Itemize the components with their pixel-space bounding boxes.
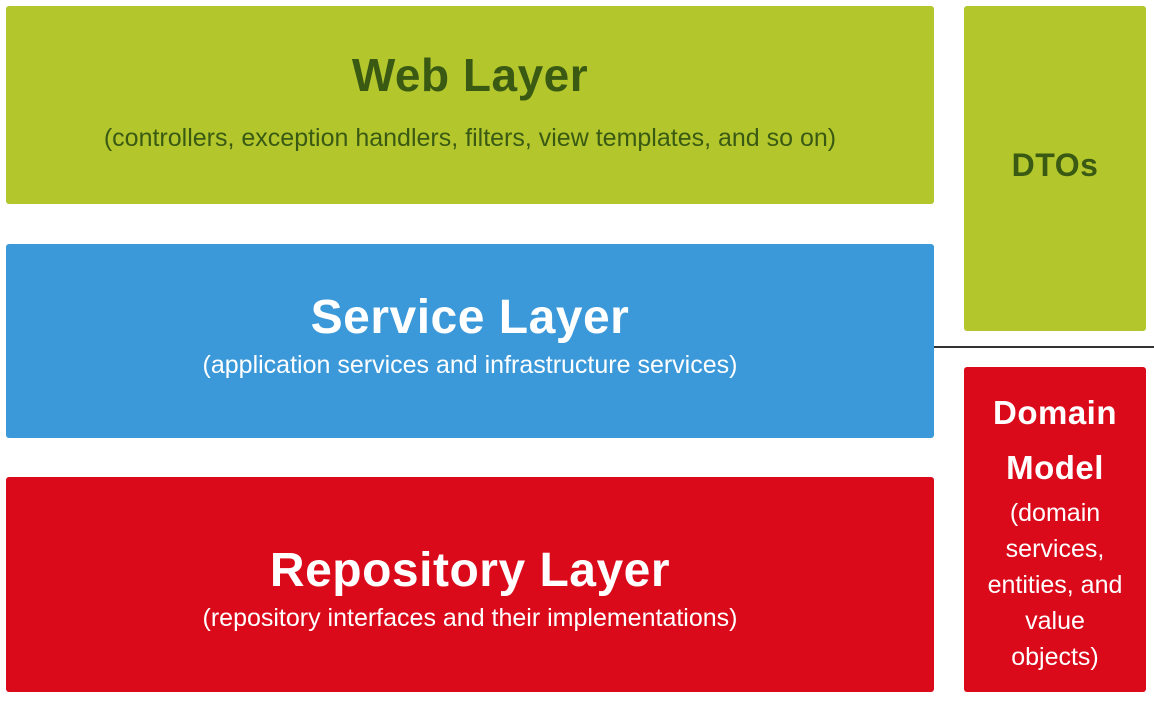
- service-layer-box: Service Layer (application services and …: [6, 244, 934, 438]
- service-layer-title: Service Layer: [310, 291, 630, 344]
- web-layer-box: Web Layer (controllers, exception handle…: [6, 6, 934, 204]
- domain-model-box: Domain Model (domain services, entities,…: [964, 367, 1146, 692]
- domain-model-subtitle-line: services,: [1005, 534, 1105, 563]
- dtos-title: DTOs: [1011, 147, 1099, 183]
- web-layer-title: Web Layer: [351, 48, 589, 101]
- repository-layer-box: Repository Layer (repository interfaces …: [6, 477, 934, 692]
- dtos-box: DTOs: [964, 6, 1146, 331]
- domain-model-title-line: Domain: [992, 393, 1117, 431]
- repository-layer-title: Repository Layer: [269, 543, 671, 597]
- web-layer-subtitle: (controllers, exception handlers, filter…: [103, 123, 837, 152]
- domain-model-title-line: Model: [1006, 448, 1104, 486]
- repository-layer-subtitle: (repository interfaces and their impleme…: [202, 603, 738, 632]
- domain-model-subtitle-line: entities, and: [987, 570, 1123, 599]
- service-layer-subtitle: (application services and infrastructure…: [202, 351, 738, 379]
- domain-model-subtitle-line: value: [1025, 606, 1085, 635]
- separator-line: [934, 346, 1154, 348]
- domain-model-subtitle-line: (domain: [1009, 498, 1101, 527]
- domain-model-subtitle-line: objects): [1011, 642, 1099, 671]
